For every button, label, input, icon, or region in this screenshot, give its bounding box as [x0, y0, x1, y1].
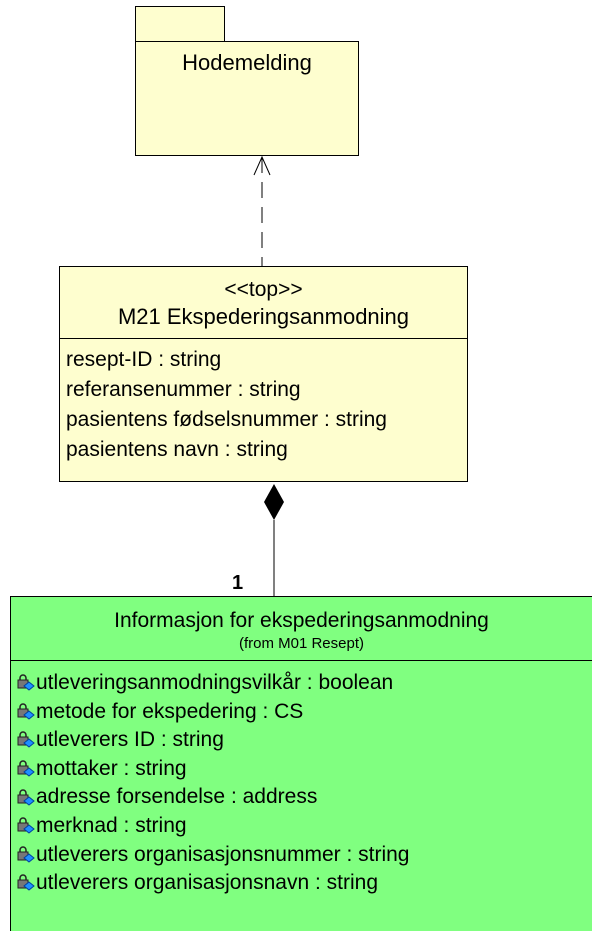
attribute-label: utleverers ID : string [36, 728, 224, 752]
class-informasjon-for-ekspederingsanmodning[interactable]: Informasjon for ekspederingsanmodning (f… [10, 596, 592, 931]
attribute-label: metode for ekspedering : CS [36, 699, 304, 723]
attribute-label: utleveringsanmodningsvilkår : boolean [36, 671, 394, 694]
class-attributes: resept-ID : string referansenummer : str… [60, 339, 467, 465]
attribute-row: utleverers organisasjonsnummer : string [15, 841, 592, 870]
protected-attribute-icon [17, 788, 35, 806]
attribute: pasientens fødselsnummer : string [66, 408, 387, 431]
attribute-label: adresse forsendelse : address [36, 785, 318, 809]
protected-attribute-icon [17, 760, 35, 777]
package-tab [135, 6, 225, 42]
attribute-label: merknad : string [36, 813, 187, 837]
multiplicity-label: 1 [232, 572, 244, 594]
protected-attribute-icon [17, 846, 35, 863]
composition-diamond [264, 484, 284, 520]
protected-attribute-icon [17, 874, 35, 892]
attribute-label: utleverers organisasjonsnummer : string [36, 842, 410, 866]
attribute: referansenummer : string [66, 378, 301, 401]
package-hodemelding[interactable]: Hodemelding [135, 41, 359, 156]
package-name: Hodemelding [182, 50, 312, 75]
class-name: M21 Ekspederingsanmodning [117, 304, 410, 329]
attribute-row: utleverers ID : string [15, 726, 592, 755]
attribute-row: utleverers organisasjonsnavn : string [15, 869, 592, 898]
class-attributes: utleveringsanmodningsvilkår : boolean me… [11, 661, 592, 898]
attribute-row: merknad : string [15, 812, 592, 841]
attribute: resept-ID : string [66, 348, 222, 371]
attribute-label: utleverers organisasjonsnavn : string [36, 871, 379, 895]
attribute: pasientens navn : string [66, 438, 288, 461]
dependency-arrowhead [253, 155, 271, 176]
attribute-row: mottaker : string [15, 755, 592, 784]
attribute-row: adresse forsendelse : address [15, 783, 592, 812]
protected-attribute-icon [17, 817, 35, 834]
class-name: Informasjon for ekspederingsanmodning [114, 609, 489, 632]
class-header: <<top>> M21 Ekspederingsanmodning [60, 267, 467, 339]
attribute-label: mottaker : string [36, 756, 187, 780]
class-stereotype: <<top>> [224, 278, 303, 301]
class-header: Informasjon for ekspederingsanmodning (f… [11, 597, 592, 661]
attribute-row: metode for ekspedering : CS [15, 698, 592, 727]
class-origin: (from M01 Resept) [238, 635, 365, 652]
protected-attribute-icon [17, 703, 35, 720]
protected-attribute-icon [17, 674, 35, 691]
attribute-row: utleveringsanmodningsvilkår : boolean [15, 669, 592, 698]
protected-attribute-icon [17, 731, 35, 749]
class-m21-ekspederingsanmodning[interactable]: <<top>> M21 Ekspederingsanmodning resept… [59, 266, 468, 482]
